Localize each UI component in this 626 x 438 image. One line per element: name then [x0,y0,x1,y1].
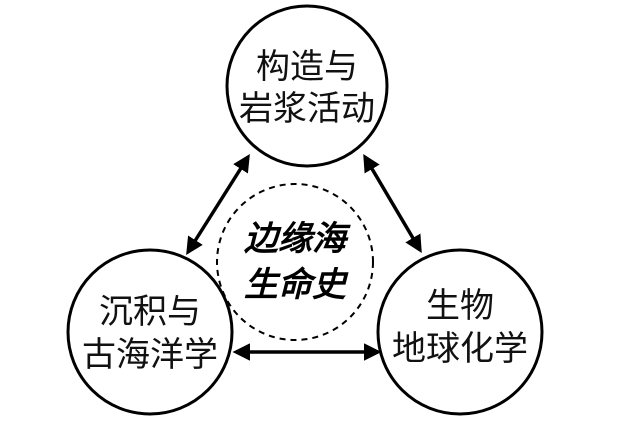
node-circle-top [225,4,389,168]
node-circle-right [376,248,544,416]
node-left-line1: 沉积与 [99,292,201,332]
node-left-line2: 古海洋学 [82,335,218,375]
arrow-top-left [186,154,250,255]
node-right-line2: 地球化学 [392,329,528,369]
node-right-line1: 生物 [426,286,494,326]
center-group: 边缘海 生命史 [216,183,374,341]
center-label-line1: 边缘海 [244,219,351,259]
node-tectonics-magmatism: 构造与 岩浆活动 [225,4,389,168]
node-top-line1: 构造与 [256,47,358,87]
arrows-group [186,153,422,361]
node-biogeochemistry: 生物 地球化学 [376,248,544,416]
arrow-top-right [363,153,422,254]
center-label-line2: 生命史 [244,265,349,305]
node-sedimentation-paleoceanography: 沉积与 古海洋学 [66,248,234,416]
node-top-line2: 岩浆活动 [239,89,375,129]
center-dashed-circle [216,183,374,341]
node-circle-left [66,248,234,416]
